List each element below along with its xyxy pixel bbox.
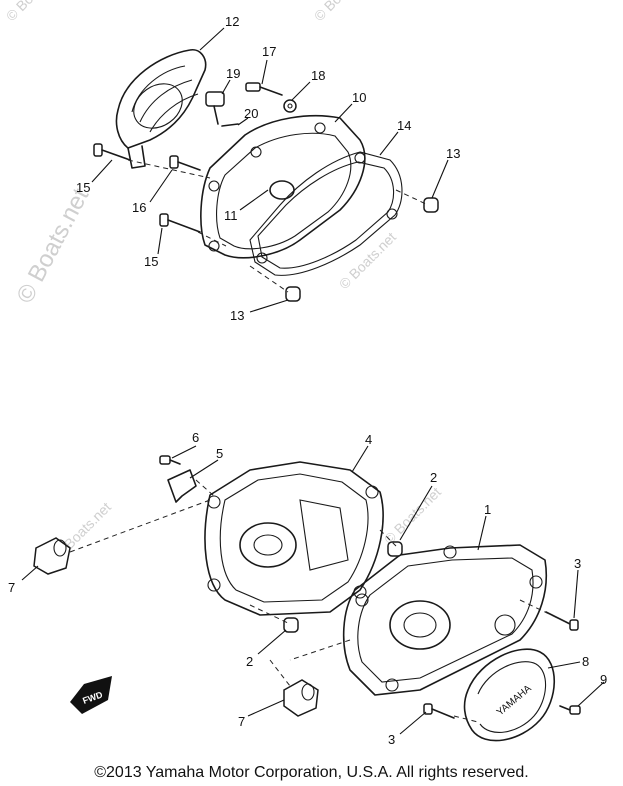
part-10-cover xyxy=(200,114,366,259)
callout-18: 18 xyxy=(311,68,325,83)
part-7-damper-left xyxy=(33,537,71,575)
part-6-screw xyxy=(159,455,181,465)
callout-7-right: 7 xyxy=(238,714,245,729)
part-3-bolt-upper xyxy=(545,611,579,631)
callout-15-lower: 15 xyxy=(144,254,158,269)
callout-5: 5 xyxy=(216,446,223,461)
part-8-round-cover: YAMAHA xyxy=(463,648,556,742)
callout-13-lower: 13 xyxy=(230,308,244,323)
part-2-dowel-lower xyxy=(283,617,299,633)
part-2-dowel-upper xyxy=(387,541,403,557)
callout-16: 16 xyxy=(132,200,146,215)
copyright-notice: ©2013 Yamaha Motor Corporation, U.S.A. A… xyxy=(94,764,529,781)
part-9-screw xyxy=(559,705,581,715)
leader-lines xyxy=(21,27,605,735)
part-1-crankcase-cover xyxy=(342,544,548,696)
callout-9: 9 xyxy=(600,672,607,687)
part-4-crankcase-cover xyxy=(204,461,384,616)
fwd-direction-mark: FWD xyxy=(70,676,112,714)
part-15-bolt-lower xyxy=(159,213,201,233)
callout-8: 8 xyxy=(582,654,589,669)
part-5-bracket xyxy=(167,469,197,503)
part-17-bolt xyxy=(245,82,283,96)
callout-14: 14 xyxy=(397,118,411,133)
watermark-top-mid: © Boats.net xyxy=(311,0,374,24)
callout-19: 19 xyxy=(226,66,240,81)
part-20-clip xyxy=(221,123,239,127)
callout-4: 4 xyxy=(365,432,372,447)
part-14-gasket xyxy=(249,151,403,276)
watermark-top-left: © Boats.net xyxy=(3,0,66,24)
callout-3-upper: 3 xyxy=(574,556,581,571)
part-18-washer xyxy=(283,99,297,113)
part-13-dowel-upper xyxy=(423,197,439,213)
callout-15-upper: 15 xyxy=(76,180,90,195)
part-19-switch xyxy=(205,91,225,125)
part-16-bolt xyxy=(169,155,201,171)
watermark-lower-right: © Boats.net xyxy=(381,484,444,547)
cover-brand-label: YAMAHA xyxy=(495,683,534,718)
callout-20: 20 xyxy=(244,106,258,121)
callout-11: 11 xyxy=(224,208,238,223)
part-12-shield xyxy=(115,48,207,169)
part-7-damper-right xyxy=(283,679,319,717)
part-13-dowel-lower xyxy=(285,286,301,302)
callout-2-upper: 2 xyxy=(430,470,437,485)
callout-1: 1 xyxy=(484,502,491,517)
callout-10: 10 xyxy=(352,90,366,105)
callout-3-lower: 3 xyxy=(388,732,395,747)
callout-17: 17 xyxy=(262,44,276,59)
part-15-bolt-upper xyxy=(93,143,131,161)
callout-2-lower: 2 xyxy=(246,654,253,669)
part-3-bolt-lower xyxy=(423,703,455,719)
callout-12: 12 xyxy=(225,14,239,29)
callout-6: 6 xyxy=(192,430,199,445)
callout-13-upper: 13 xyxy=(446,146,460,161)
callout-7-left: 7 xyxy=(8,580,15,595)
watermark-left: © Boats.net xyxy=(11,184,94,308)
